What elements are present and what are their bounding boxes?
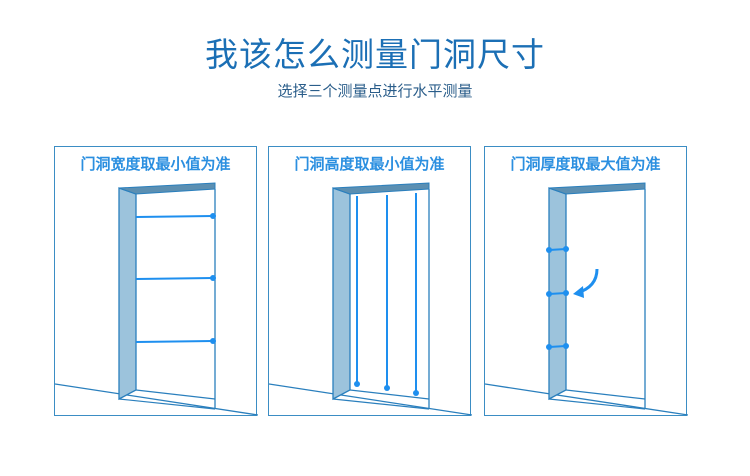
floor-line (269, 383, 472, 416)
measure-line (135, 277, 214, 280)
door-header (548, 182, 646, 195)
measure-line (135, 340, 214, 343)
page-title: 我该怎么测量门洞尺寸 (205, 35, 545, 74)
panel-title: 门洞厚度取最大值为准 (510, 155, 661, 173)
door-header (332, 182, 430, 195)
door-sill-outer (118, 398, 216, 410)
door-jamb (118, 187, 137, 401)
measure-point (210, 213, 216, 219)
measure-point (546, 344, 552, 350)
door-jamb (332, 187, 351, 401)
panel-width: 门洞宽度取最小值为准 (54, 146, 258, 416)
measure-line (135, 215, 214, 218)
door-sill-inner (349, 389, 430, 400)
width-measure-lines (135, 213, 216, 344)
measure-point (563, 343, 569, 349)
door-thickness-diagram (485, 182, 688, 416)
height-measure-lines (354, 193, 419, 396)
measure-point (413, 390, 419, 396)
door-header (118, 182, 216, 195)
measure-point (384, 385, 390, 391)
measure-point (546, 291, 552, 297)
floor-line (485, 383, 688, 416)
page-subtitle: 选择三个测量点进行水平测量 (277, 82, 473, 100)
panel-thickness: 门洞厚度取最大值为准 (484, 146, 688, 416)
panel-height: 门洞高度取最小值为准 (268, 146, 472, 416)
door-sill-inner (135, 389, 216, 400)
panel-title: 门洞高度取最小值为准 (294, 155, 445, 173)
measure-point (563, 246, 569, 252)
door-sill-inner (565, 389, 646, 400)
panel-title: 门洞宽度取最小值为准 (80, 155, 231, 173)
door-sill-outer (548, 398, 646, 410)
door-height-diagram (269, 182, 472, 416)
door-sill-outer (332, 398, 430, 410)
measure-point (354, 381, 360, 387)
measure-point (210, 275, 216, 281)
measure-point (546, 247, 552, 253)
thickness-measure-lines (546, 246, 599, 350)
floor-line (55, 383, 258, 416)
measure-point (563, 290, 569, 296)
measure-point (210, 338, 216, 344)
door-width-diagram (55, 182, 258, 416)
arrow-head-icon (573, 286, 584, 298)
